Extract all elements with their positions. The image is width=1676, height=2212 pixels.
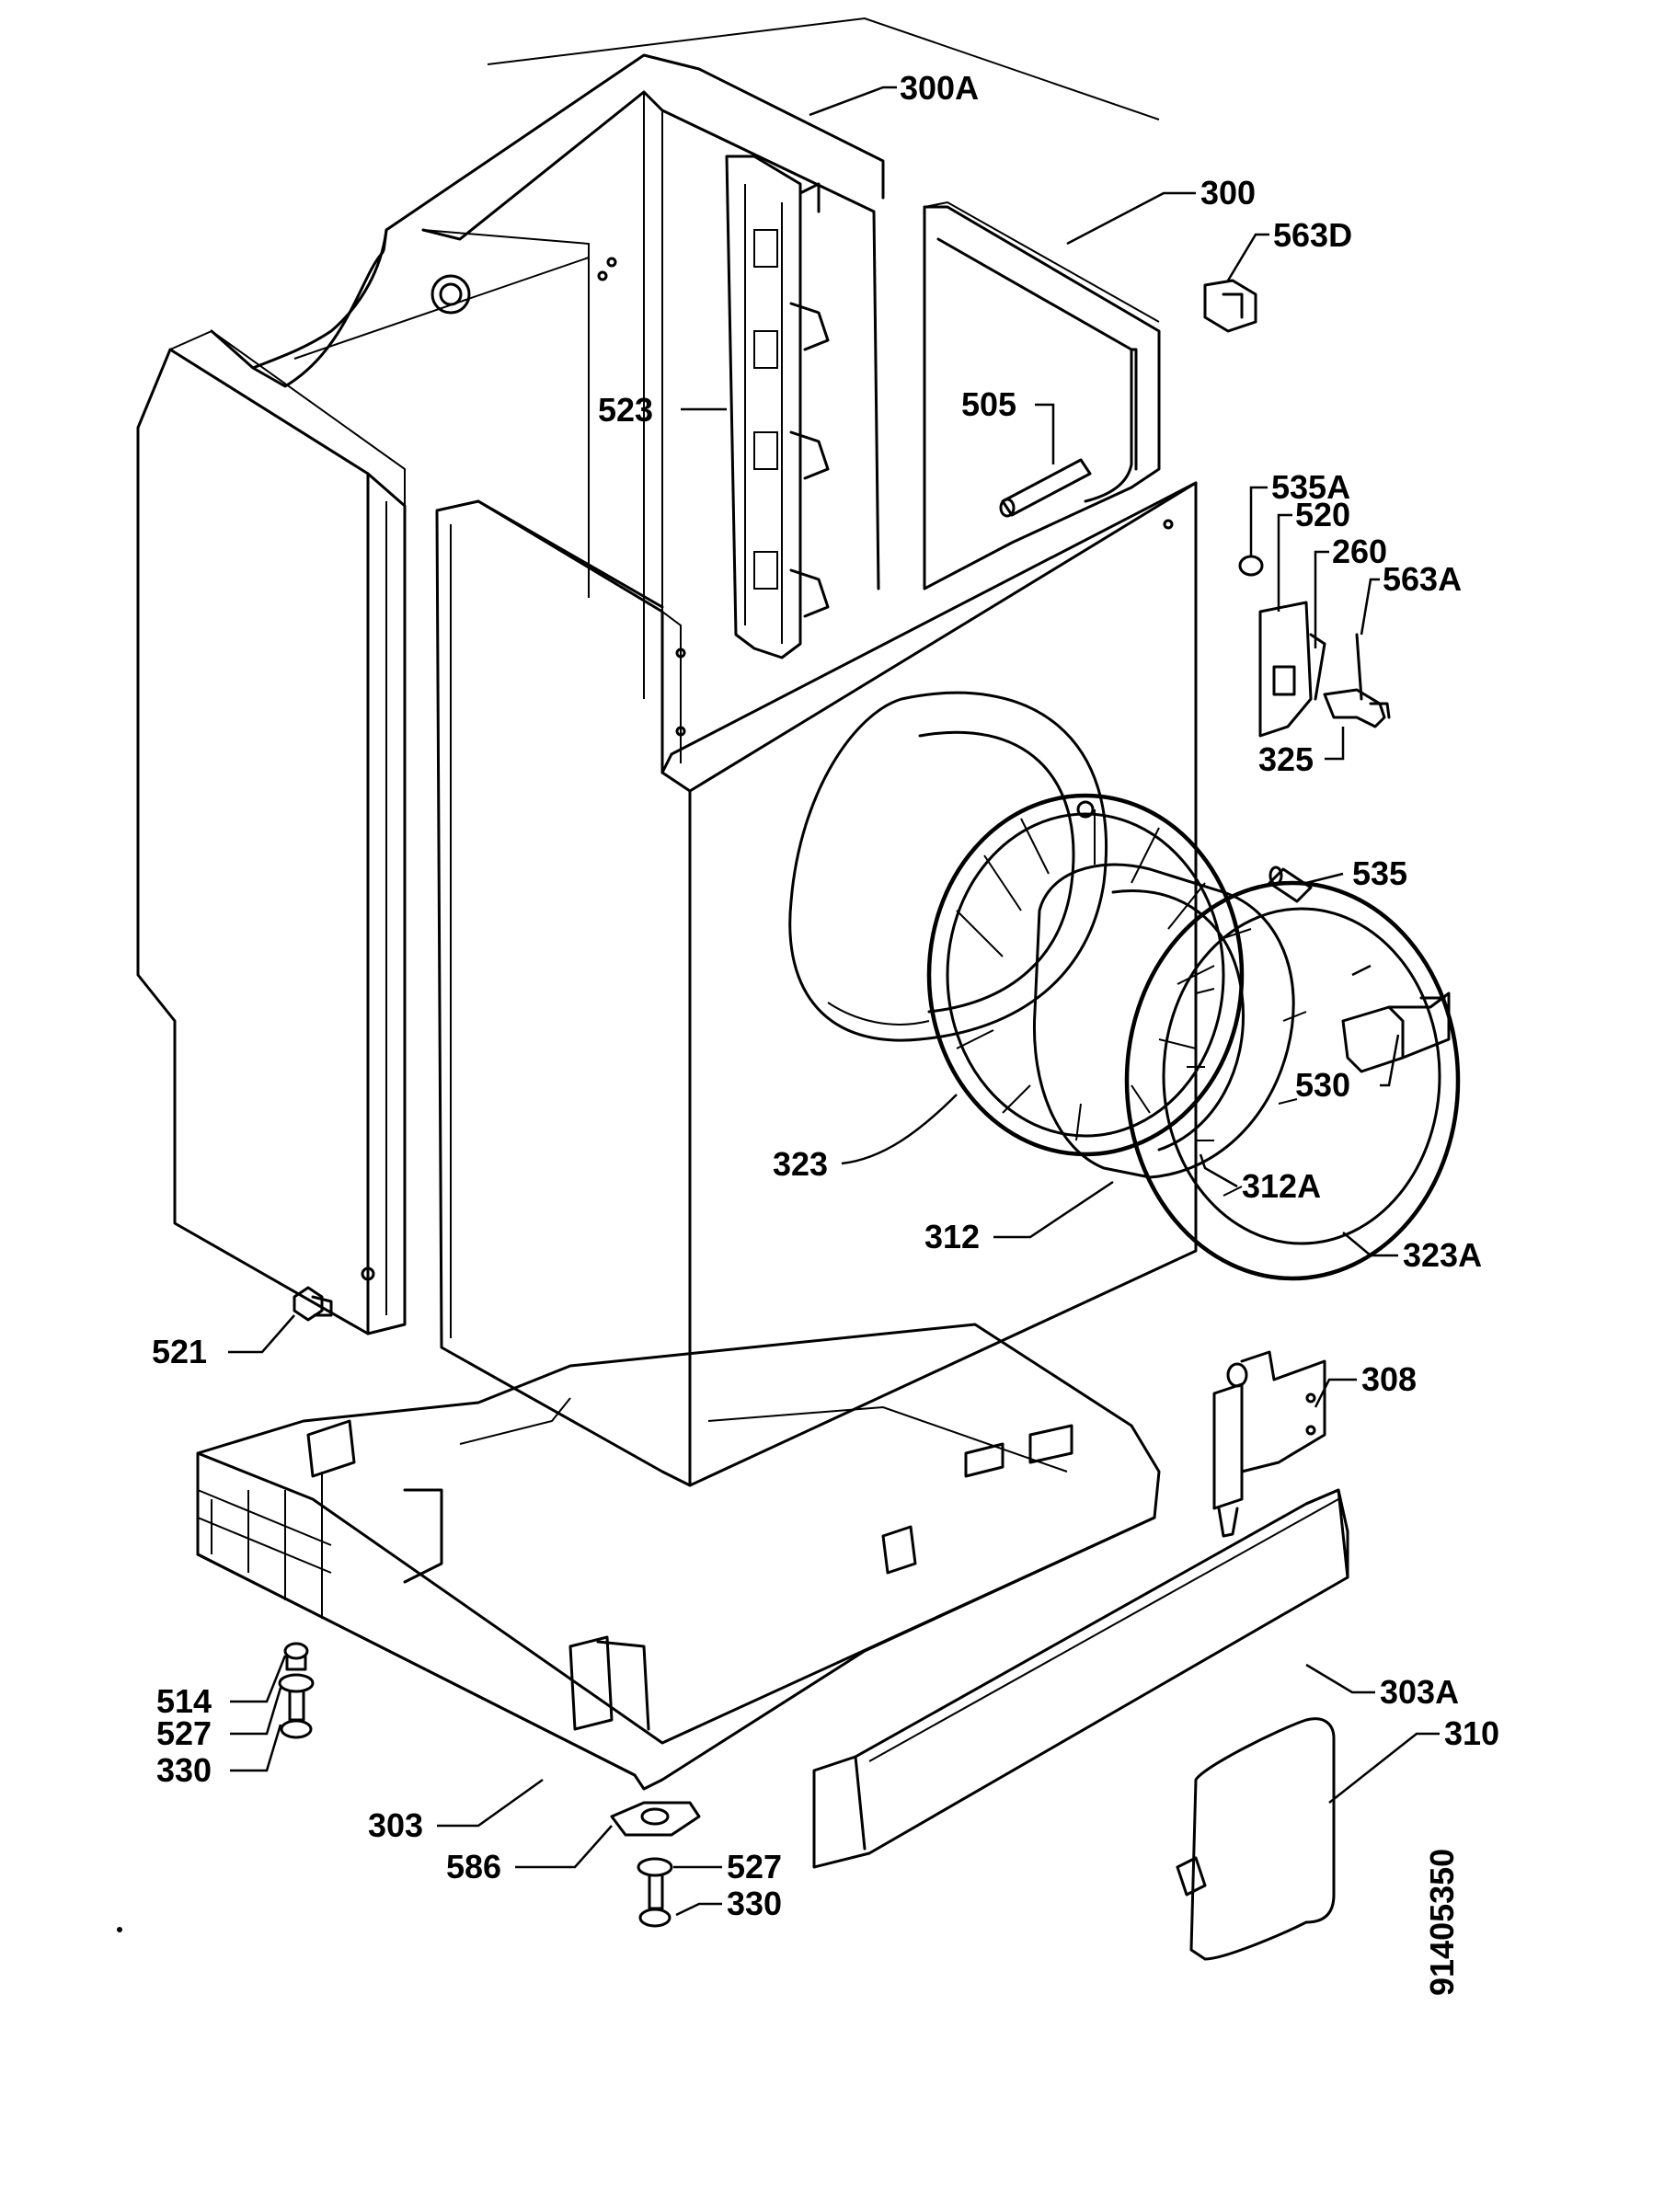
callout-300A: 300A [900,69,979,107]
callout-505: 505 [961,385,1016,423]
kickplate-303A [812,1488,1349,1869]
door-inner-frame-323 [926,793,1245,1157]
callout-labels: 300A 300 563D 523 505 535A 520 260 563A … [152,69,1499,1922]
callout-303A: 303A [1380,1673,1459,1711]
base-plinth-303 [196,1323,1161,1791]
callout-312: 312 [924,1218,980,1255]
door-gasket-312 [1032,863,1295,1179]
callout-300: 300 [1200,174,1256,212]
callout-563A: 563A [1383,560,1462,598]
callout-520: 520 [1295,496,1350,533]
callout-514: 514 [156,1682,212,1720]
hinge-bracket-308 [1212,1350,1326,1538]
callout-530: 530 [1295,1066,1350,1104]
callout-312A: 312A [1242,1167,1321,1205]
foot-bracket-586 [610,1801,701,1837]
cabinet-right-panel-300 [923,201,1161,590]
leader-lines [228,86,1440,1917]
callout-330-right: 330 [727,1885,782,1922]
door-handle-530 [1341,991,1451,1073]
callout-521: 521 [152,1333,207,1370]
callout-323: 323 [773,1145,828,1183]
callout-330-left: 330 [156,1751,212,1789]
callout-308: 308 [1361,1360,1417,1398]
rear-rail-523 [725,155,830,659]
rod-505 [999,458,1092,518]
callout-260: 260 [1332,533,1387,570]
door-outer-ring-323A [1124,880,1461,1281]
scan-edge [487,17,1160,120]
callout-535A: 535A [1271,468,1350,506]
cabinet-front-panel [435,481,1198,1487]
callout-303: 303 [368,1806,423,1844]
callout-325: 325 [1258,740,1314,778]
callout-523: 523 [598,391,653,429]
callout-323A: 323A [1403,1236,1482,1274]
leveling-foot-right [637,1857,673,1928]
hinge-assembly [1238,555,1391,738]
clip-563D [1203,279,1257,333]
screw-521 [293,1286,333,1322]
pin-535 [1268,865,1313,903]
callout-310: 310 [1444,1714,1499,1752]
callout-586: 586 [446,1848,501,1885]
callout-563D: 563D [1273,216,1352,254]
filter-cover-310 [1176,1717,1336,1961]
cabinet-left-panel [136,329,407,1335]
drawing-number: 91405350 [1423,1849,1461,1996]
scan-dot [117,1927,122,1932]
callout-527-left: 527 [156,1714,212,1752]
callout-527-right: 527 [727,1848,782,1885]
callout-535: 535 [1352,854,1407,892]
leveling-foot-left [278,1642,315,1739]
